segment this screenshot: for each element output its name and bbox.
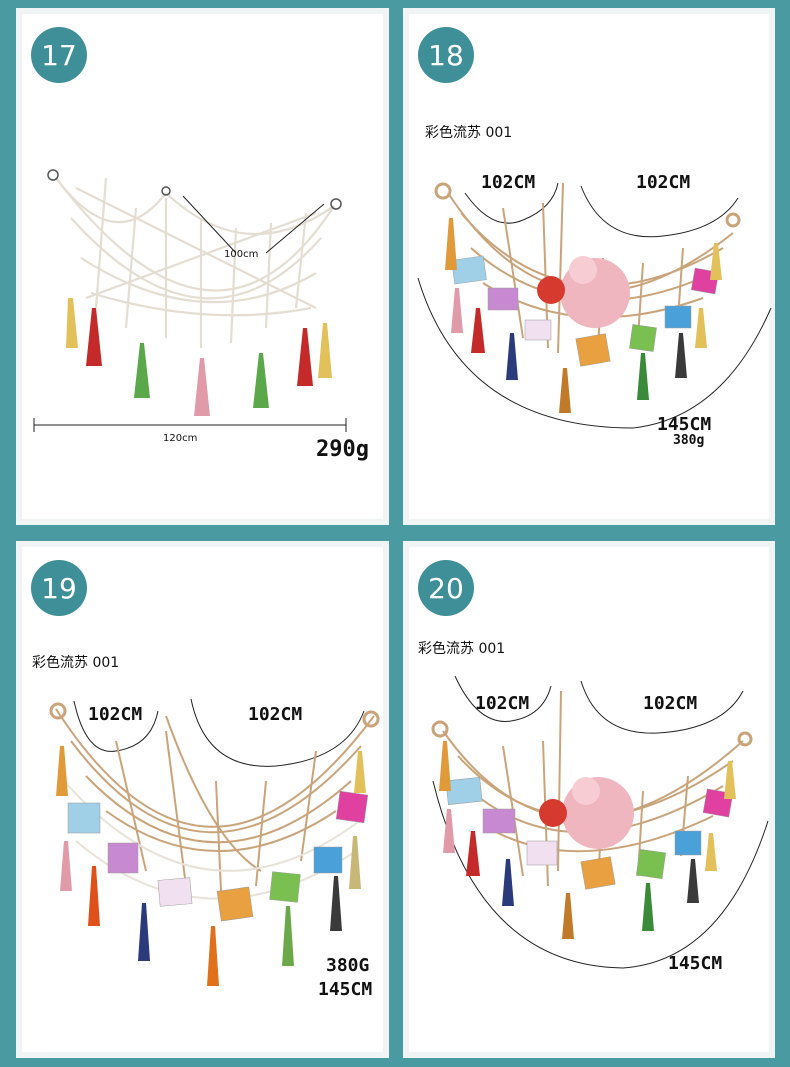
toy-cards bbox=[445, 777, 734, 890]
product-caption: 彩色流苏 001 bbox=[418, 641, 506, 657]
tassels bbox=[439, 741, 736, 939]
panel-20: 20 彩色流苏 001 bbox=[403, 541, 775, 1058]
hanging-ring-icon bbox=[161, 186, 171, 196]
bottom-length-dimension: 145CM bbox=[657, 414, 712, 435]
tassels bbox=[66, 298, 332, 416]
panel-18: 18 彩色流苏 001 bbox=[403, 8, 775, 525]
wooden-ring-icon bbox=[725, 212, 741, 228]
tassels bbox=[445, 218, 722, 413]
bottom-length-dimension: 145CM bbox=[318, 979, 373, 1000]
jute-net-hammock-with-toys-illustration bbox=[417, 182, 772, 429]
panel-number-badge: 17 bbox=[31, 27, 87, 83]
length-dimension-label: 120cm bbox=[163, 433, 198, 444]
toy-cards bbox=[451, 255, 720, 367]
plush-bear-icon bbox=[539, 777, 634, 849]
product-caption: 彩色流苏 001 bbox=[425, 125, 513, 141]
left-width-dimension: 102CM bbox=[475, 693, 530, 714]
wooden-ring-icon bbox=[49, 702, 67, 720]
panel-19: 19 彩色流苏 001 bbox=[16, 541, 389, 1058]
left-width-dimension: 102CM bbox=[481, 172, 536, 193]
width-dimension-label: 100cm bbox=[224, 249, 259, 260]
plush-bear-icon bbox=[537, 256, 630, 328]
panel-number-badge: 18 bbox=[418, 27, 474, 83]
panel-number-badge: 20 bbox=[418, 560, 474, 616]
right-width-dimension: 102CM bbox=[248, 704, 303, 725]
toy-cards bbox=[67, 790, 369, 922]
product-caption: 彩色流苏 001 bbox=[32, 655, 120, 671]
wooden-ring-icon bbox=[431, 720, 449, 738]
weight-label: 290g bbox=[316, 437, 369, 462]
panel-number-badge: 19 bbox=[31, 560, 87, 616]
wooden-ring-icon bbox=[737, 731, 753, 747]
right-width-dimension: 102CM bbox=[636, 172, 691, 193]
wooden-ring-icon bbox=[362, 710, 380, 728]
left-width-dimension: 102CM bbox=[88, 704, 143, 725]
right-width-dimension: 102CM bbox=[643, 693, 698, 714]
hanging-ring-icon bbox=[47, 169, 59, 181]
jute-net-hammock-with-cards-illustration bbox=[49, 698, 380, 986]
tassels bbox=[56, 746, 366, 986]
hanging-ring-icon bbox=[330, 198, 342, 210]
jute-net-hammock-with-toys-illustration bbox=[431, 675, 769, 969]
weight-label: 380g bbox=[673, 433, 705, 448]
weight-label: 380G bbox=[326, 955, 370, 976]
white-net-hammock-illustration bbox=[33, 169, 347, 432]
wooden-ring-icon bbox=[434, 182, 452, 200]
bottom-length-dimension: 145CM bbox=[668, 953, 723, 974]
panel-17: 17 100 bbox=[16, 8, 389, 525]
